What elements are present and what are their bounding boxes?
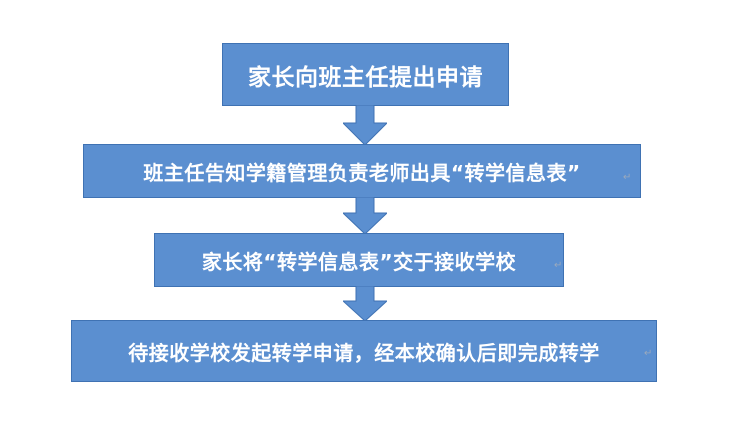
step-2-box: 班主任告知学籍管理负责老师出具“转学信息表” xyxy=(83,144,641,198)
down-arrow-icon xyxy=(343,197,387,234)
down-arrow-icon xyxy=(343,105,387,145)
step-3-box: 家长将“转学信息表”交于接收学校 xyxy=(154,233,564,287)
step-1-label: 家长向班主任提出申请 xyxy=(248,64,483,91)
paragraph-mark-icon: ↵ xyxy=(623,172,632,183)
paragraph-mark-icon: ↵ xyxy=(554,260,563,271)
step-4-box: 待接收学校发起转学申请，经本校确认后即完成转学 xyxy=(71,320,657,382)
step-2-label: 班主任告知学籍管理负责老师出具“转学信息表” xyxy=(143,160,581,185)
step-4-label: 待接收学校发起转学申请，经本校确认后即完成转学 xyxy=(128,340,600,365)
down-arrow-icon xyxy=(343,286,387,321)
paragraph-mark-icon: ↵ xyxy=(644,348,653,359)
step-1-box: 家长向班主任提出申请 xyxy=(222,43,509,106)
step-3-label: 家长将“转学信息表”交于接收学校 xyxy=(201,249,517,274)
